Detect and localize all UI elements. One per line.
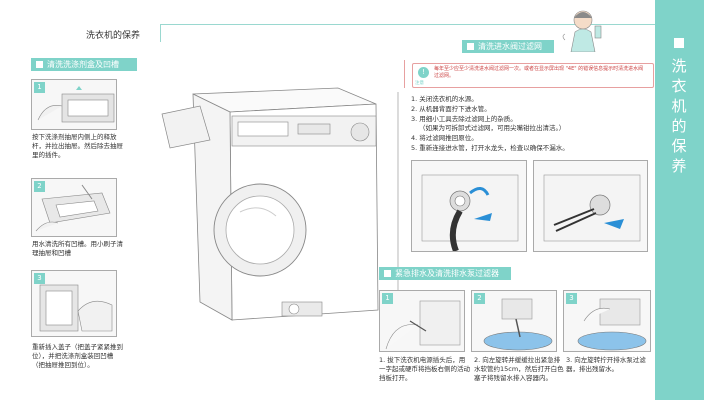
- drain-step-2-image: 2: [471, 290, 557, 352]
- inlet-hose-illustration: [421, 174, 519, 251]
- drain-hose-illustration: [483, 298, 553, 351]
- detergent-step-3-text: 重新插入盖子（把盖子紧紧推到位），并把洗涤剂盒装回凹槽（把抽屉推回到位）。: [32, 343, 123, 369]
- drawer-release-illustration: [37, 86, 115, 123]
- side-title: 洗衣机的保养: [671, 57, 689, 175]
- detergent-step-2-text: 用水清洗所有凹槽。用小刷子清理抽屉和凹槽: [32, 240, 123, 257]
- notice-box: [412, 63, 654, 88]
- drain-cover-illustration: [385, 300, 461, 350]
- page-title: 洗衣机的保养: [86, 31, 141, 41]
- notice-label: 注意: [415, 81, 424, 86]
- step-number: 2: [474, 293, 485, 304]
- drain-step-1-text: 1. 拔下洗衣机电源插头后，用一字起或硬币将挡板右侧的活动挡板打开。: [379, 356, 470, 382]
- drain-step-3-text: 3. 向左旋转拧开排水泵过滤器，排出残留水。: [566, 356, 646, 373]
- filter-heading-text: 清洗进水阀过滤网: [478, 42, 542, 51]
- notice-separator: [404, 60, 405, 88]
- drain-step-3-image: 3: [563, 290, 651, 352]
- instruction-line: 1. 关闭洗衣机的水源。: [411, 95, 478, 103]
- detergent-step-3-image: 3: [31, 270, 117, 337]
- notice-text: 每年至少应至少清洗进水阀过滤网一次。或者在显示屏出现 "4E" 的错误信息提示时…: [434, 66, 644, 79]
- drain-heading-text: 紧急排水及清洗排水泵过滤器: [395, 269, 499, 278]
- drawer-reinsert-illustration: [39, 284, 113, 332]
- drawer-wash-illustration: [35, 184, 111, 232]
- filter-section-heading: 清洗进水阀过滤网: [462, 40, 554, 53]
- step-number: 3: [34, 273, 45, 284]
- instruction-line: 5. 重新连接进水管，打开水龙头，检查以确保不漏水。: [411, 143, 569, 152]
- detergent-step-1-image: 1: [31, 79, 117, 130]
- step-number: 3: [566, 293, 577, 304]
- washing-machine-illustration: [161, 87, 399, 321]
- filter-hose-image: [411, 160, 527, 252]
- drain-step-1-image: 1: [379, 290, 465, 352]
- instruction-line: 3. 用细小工具去除过滤网上的杂质。: [411, 114, 517, 123]
- notice-icon: !: [418, 67, 429, 78]
- detergent-section-heading: 清洗洗涤剂盒及凹槽: [31, 58, 137, 71]
- step-number: 2: [34, 181, 45, 192]
- instruction-line: 2. 从机器背面拧下进水管。: [411, 104, 491, 113]
- filter-instructions: 1. 关闭洗衣机的水源。 2. 从机器背面拧下进水管。 3. 用细小工具去除过滤…: [411, 95, 651, 154]
- detergent-step-1-text: 按下洗涤剂抽屉内侧上的释放杆，并拉出抽屉。然后除去抽屉里的插件。: [32, 133, 123, 159]
- title-rule-divider: [160, 24, 161, 42]
- title-rule: [160, 24, 655, 25]
- step-number: 1: [382, 293, 393, 304]
- detergent-step-2-image: 2: [31, 178, 117, 237]
- filter-plier-image: [533, 160, 648, 252]
- drain-filter-illustration: [577, 298, 647, 351]
- cleaning-woman-illustration: [562, 10, 602, 52]
- drain-step-2-text: 2. 向左旋转并缓缓拉出紧急排水软管约15cm，然后打开白色塞子将残留水排入容器…: [474, 356, 564, 382]
- step-number: 1: [34, 82, 45, 93]
- band-square-icon: [674, 38, 684, 48]
- drain-section-heading: 紧急排水及清洗排水泵过滤器: [379, 267, 511, 280]
- detergent-heading-text: 清洗洗涤剂盒及凹槽: [47, 60, 119, 69]
- side-band: [655, 0, 704, 400]
- instruction-line: 4. 将过滤网推回原位。: [411, 134, 478, 143]
- instruction-line: （如果为可拆卸式过滤网，可用尖嘴钳拉出清洁。）: [419, 124, 566, 133]
- filter-pliers-illustration: [543, 174, 641, 242]
